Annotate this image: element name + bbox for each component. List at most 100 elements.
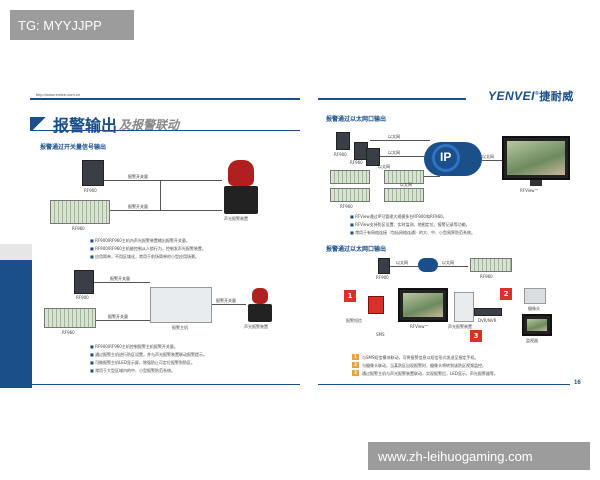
eth-wire-3 (424, 176, 440, 177)
title-underline (30, 130, 300, 131)
telegram-tag-badge: TG: MYYJJPP (10, 10, 134, 40)
rf900-device-r3 (366, 148, 380, 166)
ip-cloud-ring (432, 144, 460, 172)
wire-a1 (104, 180, 222, 181)
eth-label-6: 以太网 (396, 260, 408, 265)
rf900-label-a: RF900 (84, 188, 97, 193)
rf900-label-r1: RF900 (334, 152, 347, 157)
header-rule-left (30, 98, 300, 100)
step-3-badge: 3 (470, 330, 482, 342)
siren-icon-a (228, 160, 254, 186)
header-rule-right (318, 98, 466, 100)
brand-name-en: YENVEI (488, 89, 536, 103)
siren-base-a (224, 186, 258, 214)
site-watermark: www.zh-leihuogaming.com (368, 442, 590, 470)
rf960-rack-b (44, 308, 96, 328)
siren-icon-b (252, 288, 268, 304)
ip-cloud-text: IP (440, 150, 452, 164)
left-bullet-1-2: RF900/RF960主机能控制从人锁行为，控制发声光报警装置。 (90, 246, 206, 252)
rf960-label-r1: RF960 (350, 160, 363, 165)
camera-label: 摄像头 (528, 306, 540, 311)
siren-label-c: 声光报警装置 (448, 324, 472, 329)
host-label-b: 报警主机 (172, 325, 188, 330)
rfview-label-2: RFView™ (410, 324, 429, 329)
wire-a3 (160, 180, 161, 210)
rf960-label-a: RF960 (72, 226, 85, 231)
left-section-heading: 报警通过开关量信号输出 (40, 144, 107, 151)
right-bullet-1-3: 常用于有网络连接（包括网络连通）的大、中、小型周界防范系统。 (350, 230, 475, 236)
rf900-label-r2: RF900 (376, 275, 389, 280)
rf900-label-b: RF900 (76, 295, 89, 300)
header-url[interactable]: http://www.enlive.com.cn (36, 92, 81, 97)
rfview-monitor-2 (398, 288, 448, 322)
dvr-device (474, 308, 502, 316)
title-main: 报警输出 (53, 116, 118, 135)
left-bottom-rule (28, 384, 300, 385)
note-badge-2: 2 (352, 362, 359, 368)
eth-wire-1 (370, 140, 430, 141)
step-2-badge: 2 (500, 288, 512, 300)
rf960-rack-r2 (330, 188, 370, 202)
right-bullet-2-3: 通过报警主机与声光报警装置联动，实现报警后，LED显示、声光报警器等。 (362, 371, 498, 376)
note-badge-3: 3 (352, 370, 359, 376)
right-section-heading-2: 报警通过以太网口输出 (326, 246, 387, 253)
brochure-spread: http://www.enlive.com.cn YENVEI®捷耐威 报警输出… (0, 82, 600, 396)
rfview-monitor (502, 136, 570, 180)
left-bullet-2-2: 通过报警主机进行防区设置，并与声光报警装置联动报警提示。 (90, 352, 207, 358)
left-bullet-2-1: RF900/RF960主机控制报警主机报警开关量。 (90, 344, 178, 350)
rf900-device-a (82, 160, 104, 186)
rf960-rack-a (50, 200, 110, 224)
eth-label-1: 以太网 (388, 134, 400, 139)
rf960-rack-r3 (384, 170, 424, 184)
left-bullet-1-3: 应用简单，不用区域化，常用于前场简单的小型应用场景。 (90, 254, 199, 260)
rfview-label: RFView™ (520, 188, 539, 193)
eth-label-4: 以太网 (400, 182, 412, 187)
alarm-host-panel-2 (454, 292, 474, 322)
rf960-rack-r5 (470, 258, 512, 272)
right-bottom-rule (318, 384, 570, 385)
title-mark-icon (30, 117, 48, 131)
switch-label-b3: 报警开关量 (216, 298, 236, 303)
left-bullet-2-3: 可做报警主机LED显示屏，增强防止可定位报警到防区。 (90, 360, 195, 366)
cctv-monitor (522, 314, 552, 336)
right-section-heading-1: 报警通过以太网口输出 (326, 116, 387, 123)
rf900-device-b (74, 270, 94, 294)
monitor-stand (530, 180, 542, 186)
right-bullet-2-2: 与摄像头联动，当某防区出现报警时，摄像头将转到该防区视频监控。 (362, 363, 486, 368)
brand-name-cn: 捷耐威 (539, 91, 574, 103)
side-tab-light (0, 244, 32, 260)
eth-wire-5 (482, 160, 502, 161)
alarm-host-panel (150, 287, 212, 323)
wire-a2 (110, 210, 222, 211)
step-1-badge: 1 (344, 290, 356, 302)
siren-label-b: 声光报警装置 (244, 324, 268, 329)
switch-label-a1: 报警开关量 (128, 174, 148, 179)
camera-icon (524, 288, 546, 304)
wire-b3 (212, 304, 246, 305)
rf900-device-r1 (336, 132, 350, 150)
ip-cloud-small-icon (418, 258, 438, 272)
dvr-label: DVR/NVR (478, 318, 497, 323)
title-sub: 及报警联动 (119, 117, 180, 132)
alarm-sms-unit (368, 296, 384, 314)
wire-b1 (94, 282, 150, 283)
rf900-device-r4 (378, 258, 390, 274)
left-bullet-2-4: 常用于大型区域内的中、小型报警防范系统。 (90, 368, 175, 374)
rf960-label-r3: RF960 (480, 274, 493, 279)
monitor-label: 监视器 (526, 338, 538, 343)
eth-label-3: 以太网 (378, 164, 390, 169)
sms-label: SMS (376, 332, 385, 337)
alarm-unit-label: 报警短信 (346, 318, 362, 323)
brand-registered-mark: ® (535, 91, 540, 97)
side-tab (0, 260, 32, 388)
wire-b2 (96, 320, 150, 321)
left-page-title: 报警输出 及报警联动 (30, 112, 179, 136)
eth-label-5: 以太网 (482, 154, 494, 159)
brand-logo: YENVEI®捷耐威 (488, 88, 574, 104)
eth-wire-6 (390, 266, 418, 267)
siren-base-b (248, 304, 272, 322)
right-bullet-1-2: RFView支持防区设置、实时监测、地图定位、报警记录等功能。 (350, 222, 470, 228)
note-badge-1: 1 (352, 354, 359, 360)
eth-label-2: 以太网 (388, 150, 400, 155)
switch-label-b2: 报警开关量 (108, 314, 128, 319)
